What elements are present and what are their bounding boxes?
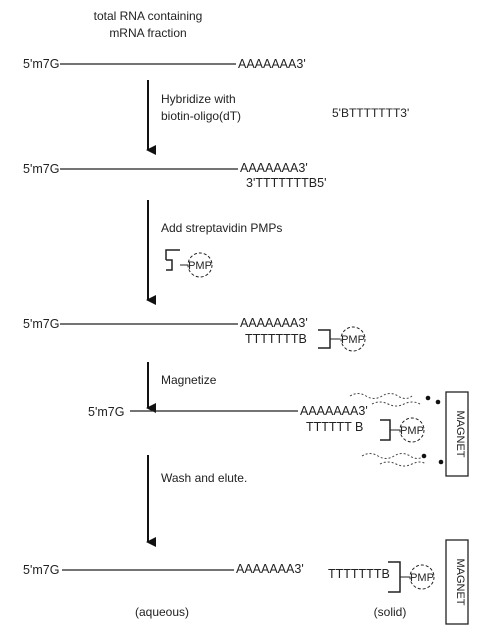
mrna-row-4: 5'm7G AAAAAAA3' TTTTTT B PMP MAGNET [88,392,468,476]
streptavidin-pmp-icon: PMP [166,250,212,277]
mrna-row-1: 5'm7G AAAAAAA3' [23,57,306,71]
title-line1: total RNA containing [94,9,203,23]
cap-label: 5'm7G [23,317,59,331]
magnet-box: MAGNET [446,540,468,624]
bound-oligo-label: TTTTTTTB [328,567,390,581]
hybridized-oligo-label: 3'TTTTTTTB5' [246,176,326,190]
mrna-row-2: 5'm7G AAAAAAA3' 3'TTTTTTTB5' [23,161,326,190]
magnet-label: MAGNET [454,558,466,605]
captured-oligo-label: TTTTTT B [306,420,363,434]
polya-tail-label: AAAAAAA3' [300,404,368,418]
pmp-label: PMP [188,260,212,272]
solid-phase-label: (solid) [374,605,407,619]
title-line2: mRNA fraction [109,26,186,40]
pmp-bead-icon: PMP [341,327,365,351]
polya-tail-label: AAAAAAA3' [236,562,304,576]
step-4-line1: Wash and elute. [161,471,247,485]
cap-label: 5'm7G [88,405,124,419]
aqueous-phase-label: (aqueous) [135,605,189,619]
step-1-line1: Hybridize with [161,92,236,106]
streptavidin-bracket [380,420,390,440]
polya-tail-label: AAAAAAA3' [240,316,308,330]
cap-label: 5'm7G [23,563,59,577]
mrna-row-3: 5'm7G AAAAAAA3' TTTTTTTB PMP [23,316,365,351]
probe-label: 5'BTTTTTTT3' [332,106,409,120]
pmp-bead-icon: PMP [410,565,434,589]
bound-oligo-label: TTTTTTTB [245,332,307,346]
polya-tail-label: AAAAAAA3' [238,57,306,71]
pmp-label: PMP [410,572,434,584]
step-2-line1: Add streptavidin PMPs [161,221,282,235]
cap-label: 5'm7G [23,57,59,71]
streptavidin-bracket [388,562,400,592]
mrna-row-5: 5'm7G AAAAAAA3' [23,562,304,577]
step-1-line2: biotin-oligo(dT) [161,109,241,123]
cap-label: 5'm7G [23,162,59,176]
magnet-label: MAGNET [454,410,466,457]
pmp-bead-icon: PMP [400,418,424,442]
streptavidin-bracket [318,330,330,348]
pmp-label: PMP [341,334,365,346]
pmp-label: PMP [400,425,424,437]
magnet-box: MAGNET [446,392,468,476]
strand-end-dots [422,396,444,465]
polya-tail-label: AAAAAAA3' [240,161,308,175]
step-3-line1: Magnetize [161,373,217,387]
